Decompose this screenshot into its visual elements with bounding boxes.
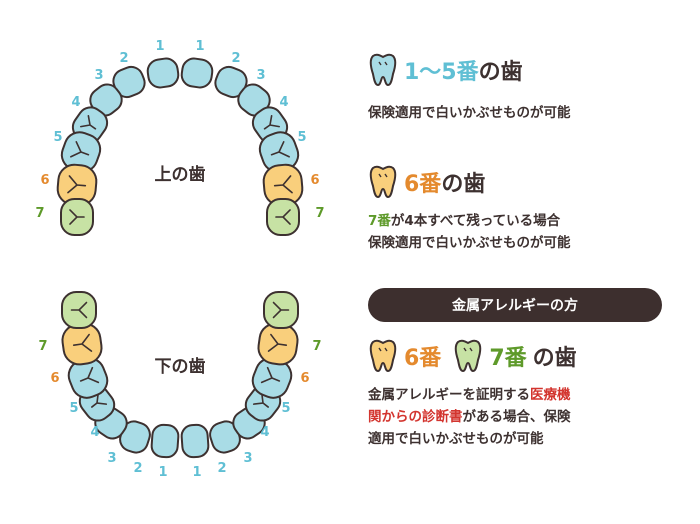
lower-jaw-arch [61,291,299,459]
lower-tooth-left-7 [61,291,97,329]
upper-number-left-6: 6 [40,173,49,188]
condition-text: が4本すべて残っている場合 [390,213,561,229]
tooth-icon-green [455,339,482,373]
upper-number-right-4: 4 [279,95,288,110]
upper-number-left-1: 1 [155,39,164,54]
lower-number-right-6: 6 [300,371,309,386]
upper-number-right-5: 5 [297,130,306,145]
lower-number-left-6: 6 [50,371,59,386]
section-heading: 1〜5番 の歯 [368,52,688,88]
tooth-icon-blue [369,53,397,87]
lower-number-left-5: 5 [69,401,78,416]
lower-number-right-1: 1 [192,465,201,480]
text-part: 金属アレルギーを証明する [368,387,530,403]
upper-jaw-label: 上の歯 [155,164,206,185]
upper-number-left-4: 4 [71,95,80,110]
upper-number-left-3: 3 [94,68,103,83]
upper-number-right-6: 6 [310,173,319,188]
heading-number: 1〜5番 [404,60,479,85]
upper-number-left-5: 5 [53,130,62,145]
upper-number-right-7: 7 [315,206,324,221]
tooth-icon-orange [369,339,397,373]
tooth-icon-orange [369,165,397,199]
heading-suffix: の歯 [532,346,577,371]
lower-tooth-left-1 [150,423,180,459]
upper-tooth-right-1 [180,57,214,89]
section-heading: 6番 7番 の歯 [368,338,688,374]
upper-tooth-left-1 [146,57,180,89]
section-description-line2: 保険適用で白いかぶせものが可能 [368,235,571,251]
upper-tooth-right-7 [266,198,300,236]
lower-tooth-right-7 [263,291,299,329]
heading-suffix: の歯 [441,172,486,197]
section-teeth-1-5: 1〜5番 の歯 保険適用で白いかぶせものが可能 [368,52,688,124]
upper-number-right-2: 2 [231,51,240,66]
upper-number-left-7: 7 [35,206,44,221]
lower-number-right-4: 4 [260,425,269,440]
metal-allergy-banner: 金属アレルギーの方 [368,288,662,322]
lower-number-left-1: 1 [158,465,167,480]
lower-number-left-7: 7 [38,339,47,354]
highlight-text: 医療機 [530,387,571,403]
lower-number-right-2: 2 [217,461,226,476]
heading-number-7: 7番 [489,346,527,371]
tooth-7-text: 7番 [368,213,391,229]
highlight-text: 関からの診断書 [368,409,463,425]
lower-number-right-5: 5 [281,401,290,416]
lower-number-right-3: 3 [243,451,252,466]
upper-jaw-arch [56,57,304,236]
lower-number-right-7: 7 [312,339,321,354]
section-description: 保険適用で白いかぶせものが可能 [368,105,571,121]
section-description-line1: 金属アレルギーを証明する医療機 [368,384,688,406]
text-part: がある場合、保険 [462,409,571,425]
upper-number-right-3: 3 [256,68,265,83]
lower-number-left-3: 3 [107,451,116,466]
upper-number-left-2: 2 [119,51,128,66]
section-description-line3: 適用で白いかぶせものが可能 [368,431,544,447]
lower-jaw-label: 下の歯 [155,356,206,377]
section-tooth-6: 6番 の歯 7番が4本すべて残っている場合 保険適用で白いかぶせものが可能 [368,164,688,254]
lower-tooth-right-1 [180,423,210,459]
section-teeth-6-7-allergy: 6番 7番 の歯 金属アレルギーを証明する医療機 関からの診断書がある場合、保険… [368,338,688,450]
lower-tooth-left-5 [67,357,109,399]
heading-number-6: 6番 [404,346,442,371]
lower-number-left-4: 4 [90,425,99,440]
lower-number-left-2: 2 [133,461,142,476]
section-heading: 6番 の歯 [368,164,688,200]
upper-tooth-left-7 [60,198,94,236]
heading-suffix: の歯 [478,60,523,85]
upper-tooth-right-6 [262,163,304,207]
section-description-line1: 7番が4本すべて残っている場合 [368,210,688,232]
upper-number-right-1: 1 [195,39,204,54]
heading-number: 6番 [404,172,442,197]
section-description-line2: 関からの診断書がある場合、保険 [368,406,688,428]
